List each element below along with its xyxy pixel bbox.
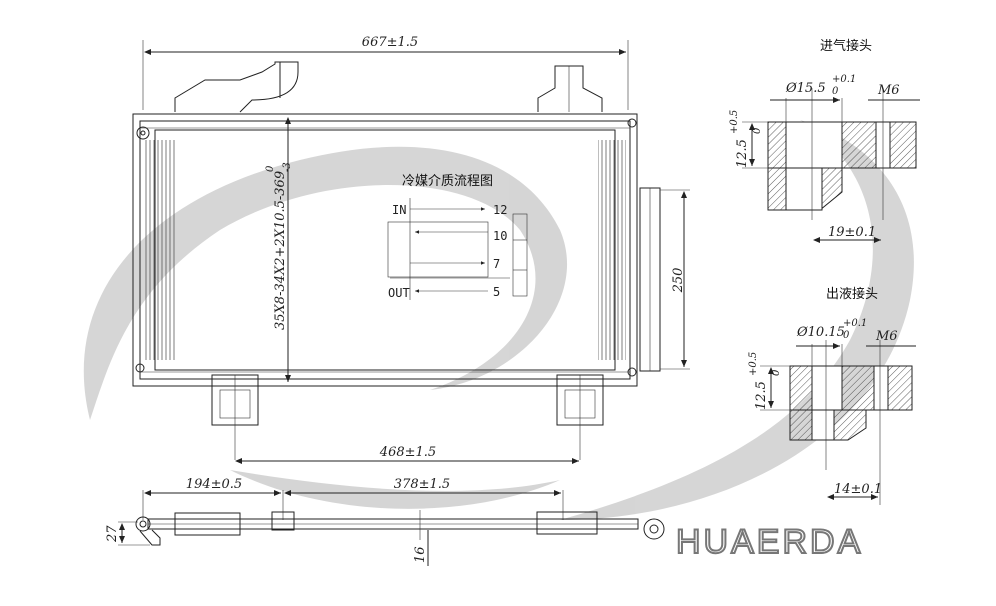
inlet-detail-title: 进气接头 <box>820 38 872 54</box>
inlet-bore-tol-top: +0.1 <box>832 74 856 85</box>
outlet-height-tol-bot: 0 <box>771 369 782 376</box>
outlet-thread-label: M6 <box>875 329 898 344</box>
core-spec-label: 35X8-34X2+2X10.5-369 <box>273 171 288 330</box>
bottom-left-label: 194±0.5 <box>186 477 242 492</box>
pass-5: 5 <box>493 285 500 299</box>
outlet-bore-tol-bot: 0 <box>843 330 850 341</box>
inlet-thread-label: M6 <box>877 83 900 98</box>
core-height-label: 250 <box>671 268 686 294</box>
flow-diagram-title: 冷媒介质流程图 <box>402 174 493 189</box>
inlet-pitch-label: 19±0.1 <box>828 225 876 240</box>
flow-in-label: IN <box>392 203 406 217</box>
core-spec-dimension: 35X8-34X2+2X10.5-369 0 -3 <box>265 117 293 382</box>
inlet-joint-detail: 进气接头 Ø15.5 +0.1 0 M6 12.5 +0.5 0 19±0.1 <box>729 38 920 243</box>
outlet-bore-label: Ø10.15 <box>796 325 845 340</box>
mount-bracket-left <box>211 374 259 460</box>
outlet-height-tol-top: +0.5 <box>748 352 759 376</box>
inlet-height-label: 12.5 <box>735 139 750 168</box>
condenser-core <box>132 113 638 387</box>
receiver-drier: 250 <box>639 187 690 372</box>
flow-diagram: 冷媒介质流程图 IN OUT 12 10 7 5 <box>387 174 528 300</box>
inlet-pipe <box>174 61 299 113</box>
outlet-pipe <box>537 65 603 112</box>
pass-12: 12 <box>493 203 507 217</box>
brand-name: HUAERDA <box>676 523 863 561</box>
brand-logo: HUAERDA <box>675 522 863 562</box>
outlet-joint-detail: 出液接头 Ø10.15 +0.1 0 M6 12.5 +0.5 0 14±0.1 <box>748 286 916 505</box>
outlet-pitch-label: 14±0.1 <box>834 482 882 497</box>
pass-10: 10 <box>493 229 507 243</box>
mount-spacing-label: 468±1.5 <box>379 445 436 460</box>
overall-width-dimension: 667±1.5 <box>142 35 629 110</box>
inlet-height-tol-top: +0.5 <box>729 110 740 134</box>
inlet-height-tol-bot: 0 <box>752 127 763 134</box>
outlet-bore-tol-top: +0.1 <box>843 318 867 329</box>
mount-bracket-right <box>556 374 604 460</box>
flow-out-label: OUT <box>388 286 410 300</box>
overall-width-label: 667±1.5 <box>362 35 418 50</box>
core-spec-tol: -3 <box>282 162 293 172</box>
outlet-detail-title: 出液接头 <box>826 286 878 302</box>
inlet-bore-tol-bot: 0 <box>832 86 839 97</box>
core-spec-tol-top: 0 <box>265 165 276 172</box>
bottom-height-label: 27 <box>105 525 120 543</box>
inlet-bore-label: Ø15.5 <box>785 81 826 96</box>
outlet-height-label: 12.5 <box>754 381 769 410</box>
bottom-span-label: 378±1.5 <box>394 477 450 492</box>
bottom-depth-label: 16 <box>413 546 428 563</box>
pass-7: 7 <box>493 257 500 271</box>
side-view: 194±0.5 378±1.5 27 16 <box>105 477 665 566</box>
mount-spacing-dimension: 468±1.5 <box>235 445 579 464</box>
